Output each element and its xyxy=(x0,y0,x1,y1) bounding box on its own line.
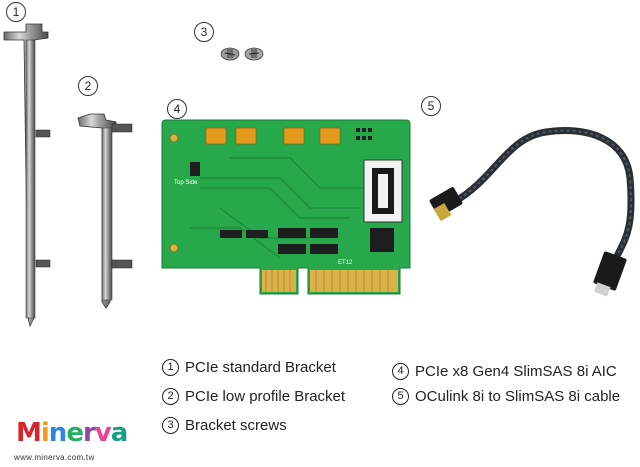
callout-2: 2 xyxy=(78,76,98,96)
legend-item-1: 1 PCIe standard Bracket xyxy=(162,359,336,376)
callout-5: 5 xyxy=(421,96,441,116)
standard-bracket-image xyxy=(3,23,51,328)
logo-letter: i xyxy=(40,418,50,448)
slimsas-aic-card-image: Top Side ET12 xyxy=(161,119,411,295)
logo-letter: v xyxy=(94,418,112,448)
oculink-slimsas-cable-image xyxy=(429,127,635,297)
low-profile-bracket-image xyxy=(77,113,133,309)
legend-number-3: 3 xyxy=(162,417,179,434)
legend-text-2: PCIe low profile Bracket xyxy=(185,388,346,405)
legend-number-4: 4 xyxy=(392,363,409,380)
website-url: www.minerva.com.tw xyxy=(14,453,95,462)
logo-letter: n xyxy=(48,418,67,448)
logo-letter: r xyxy=(82,418,96,448)
callout-3: 3 xyxy=(194,22,214,42)
legend-number-1: 1 xyxy=(162,359,179,376)
legend-item-3: 3 Bracket screws xyxy=(162,417,287,434)
board-side-label: Top Side xyxy=(174,180,198,186)
legend-item-2: 2 PCIe low profile Bracket xyxy=(162,388,345,405)
legend-text-4: PCIe x8 Gen4 SlimSAS 8i AIC xyxy=(415,363,617,380)
logo-letter: e xyxy=(66,418,84,448)
legend-text-3: Bracket screws xyxy=(185,417,287,434)
legend-text-1: PCIe standard Bracket xyxy=(185,359,336,376)
legend-number-5: 5 xyxy=(392,388,409,405)
callout-4: 4 xyxy=(167,99,187,119)
legend-text-5: OCulink 8i to SlimSAS 8i cable xyxy=(415,388,621,405)
logo-letter: M xyxy=(16,418,42,448)
board-part-label: ET12 xyxy=(338,260,353,266)
legend-number-2: 2 xyxy=(162,388,179,405)
logo-letter: a xyxy=(110,418,129,448)
legend-item-5: 5 OCulink 8i to SlimSAS 8i cable xyxy=(392,388,620,405)
bracket-screws-image xyxy=(220,47,264,61)
legend-item-4: 4 PCIe x8 Gen4 SlimSAS 8i AIC xyxy=(392,363,617,380)
callout-1: 1 xyxy=(6,2,26,22)
minerva-logo: Minerva xyxy=(16,418,129,448)
